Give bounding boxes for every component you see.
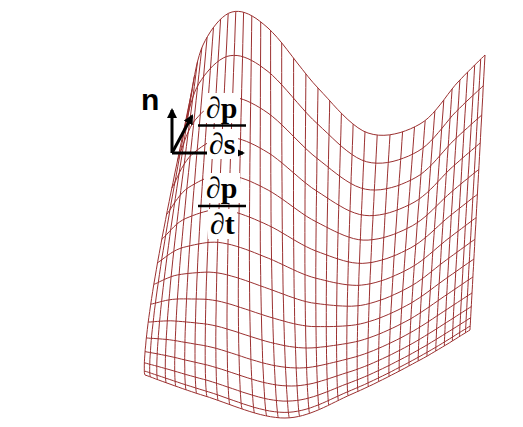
mesh-line bbox=[294, 58, 300, 416]
mesh-line bbox=[368, 135, 378, 387]
mesh-line bbox=[146, 293, 472, 368]
mesh-line bbox=[347, 124, 353, 396]
mesh-line bbox=[271, 30, 279, 417]
mesh-line bbox=[162, 194, 478, 263]
wireframe-mesh bbox=[144, 11, 485, 418]
mesh-line bbox=[154, 239, 475, 306]
mesh-line bbox=[144, 100, 190, 375]
mesh-line bbox=[145, 330, 470, 418]
mesh-line bbox=[148, 277, 473, 348]
mesh-line bbox=[249, 16, 254, 413]
s-tangent-vector bbox=[172, 116, 192, 153]
fraction-numerator: ∂p bbox=[204, 173, 240, 203]
fraction-denominator: ∂s bbox=[207, 129, 238, 159]
fraction-denominator: ∂t bbox=[208, 209, 237, 239]
mesh-line bbox=[190, 11, 485, 135]
normal-vector bbox=[171, 110, 174, 153]
normal-label: n bbox=[139, 85, 161, 115]
mesh-line bbox=[144, 326, 470, 412]
fraction-bars bbox=[198, 126, 246, 207]
mesh-line bbox=[205, 19, 220, 397]
mesh-line bbox=[167, 170, 479, 241]
mesh-line bbox=[282, 43, 290, 418]
mesh-line bbox=[158, 218, 477, 286]
mesh-line bbox=[260, 22, 266, 416]
mesh-line bbox=[165, 61, 197, 383]
fraction-bar bbox=[198, 124, 246, 127]
mesh-line bbox=[357, 132, 365, 392]
fraction-numerator: ∂p bbox=[204, 93, 240, 123]
mesh-line bbox=[427, 100, 444, 356]
fraction-bar bbox=[198, 205, 246, 208]
mesh-line bbox=[184, 55, 484, 163]
mesh-line bbox=[238, 12, 243, 409]
mesh-line bbox=[326, 101, 329, 405]
mesh-line bbox=[145, 307, 471, 386]
mesh-line bbox=[337, 113, 342, 400]
mesh-line bbox=[316, 88, 320, 410]
mesh-line bbox=[305, 74, 310, 413]
mesh-line bbox=[151, 259, 474, 327]
mesh-line bbox=[389, 132, 403, 376]
